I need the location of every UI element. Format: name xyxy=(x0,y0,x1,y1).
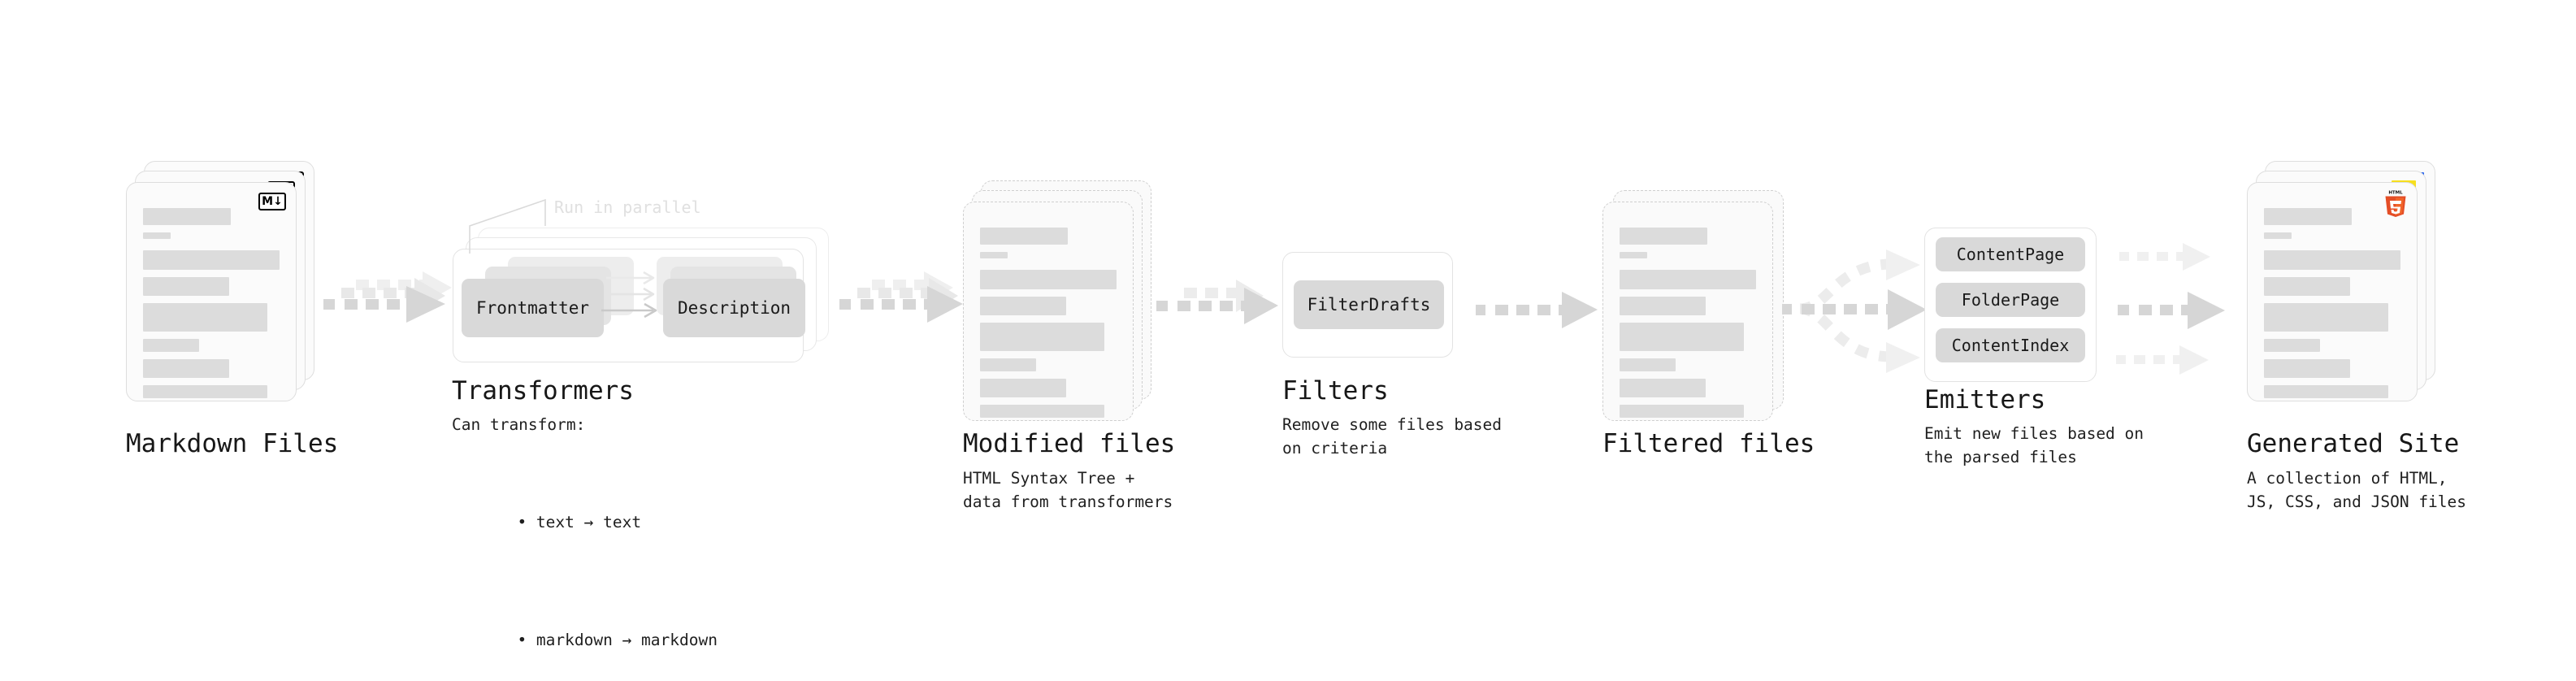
transformers-title: Transformers xyxy=(452,376,634,406)
emitters-description: Emit new files based on the parsed files xyxy=(1924,424,2144,466)
svg-text:HTML: HTML xyxy=(2388,191,2403,196)
filtered-files-stack xyxy=(1602,190,1789,434)
modified-files-description: HTML Syntax Tree + data from transformer… xyxy=(963,469,1173,511)
filters-description: Remove some files based on criteria xyxy=(1282,415,1503,458)
filtered-card-front xyxy=(1602,202,1773,421)
markdown-card-front: M↓ xyxy=(126,182,297,401)
content-page-chip[interactable]: ContentPage xyxy=(1936,237,2085,271)
connector-filtered-to-emitters xyxy=(1782,249,1927,373)
connector-filters-to-filtered xyxy=(1476,292,1598,328)
transformers-bullet-item: • markdown → markdown xyxy=(517,631,718,649)
filtered-files-title: Filtered files xyxy=(1602,429,1815,458)
connector-markdown-to-transformers xyxy=(323,271,452,323)
transformers-bullet-item: • text → text xyxy=(517,513,642,531)
transformers-bullets: • text → text • markdown → markdown • ht… xyxy=(460,440,718,681)
modified-files-stack xyxy=(963,180,1151,424)
emitters-title: Emitters xyxy=(1924,385,2046,414)
connector-transformers-to-modified xyxy=(839,271,963,323)
markdown-files-stack: M↓ M↓ M↓ xyxy=(126,161,314,405)
connector-emitters-to-site xyxy=(2116,243,2225,375)
run-in-parallel-label: Run in parallel xyxy=(554,197,701,217)
doc-placeholder-lines xyxy=(2264,208,2400,406)
generated-card-front: HTML xyxy=(2247,182,2418,401)
markdown-badge-icon: M↓ xyxy=(258,193,286,210)
filter-drafts-chip[interactable]: FilterDrafts xyxy=(1294,280,1444,329)
html5-badge-icon: HTML xyxy=(2385,191,2406,217)
folder-page-chip[interactable]: FolderPage xyxy=(1936,283,2085,317)
modified-card-front xyxy=(963,202,1134,421)
transformers-description: Can transform: xyxy=(452,415,586,434)
run-in-parallel-leader xyxy=(469,198,546,254)
description-chip[interactable]: Description xyxy=(663,279,805,337)
connector-modified-to-filters xyxy=(1156,280,1278,324)
connector-frontmatter-to-description xyxy=(601,271,657,319)
modified-files-title: Modified files xyxy=(963,429,1176,458)
doc-placeholder-lines xyxy=(1620,228,1756,425)
doc-placeholder-lines xyxy=(143,208,280,406)
generated-site-stack: CSS HTML xyxy=(2247,161,2435,405)
markdown-files-title: Markdown Files xyxy=(126,429,339,458)
filters-title: Filters xyxy=(1282,376,1389,406)
content-index-chip[interactable]: ContentIndex xyxy=(1936,328,2085,362)
doc-placeholder-lines xyxy=(980,228,1117,425)
generated-site-description: A collection of HTML, JS, CSS, and JSON … xyxy=(2247,469,2467,511)
generated-site-title: Generated Site xyxy=(2247,429,2460,458)
frontmatter-chip[interactable]: Frontmatter xyxy=(462,279,604,337)
